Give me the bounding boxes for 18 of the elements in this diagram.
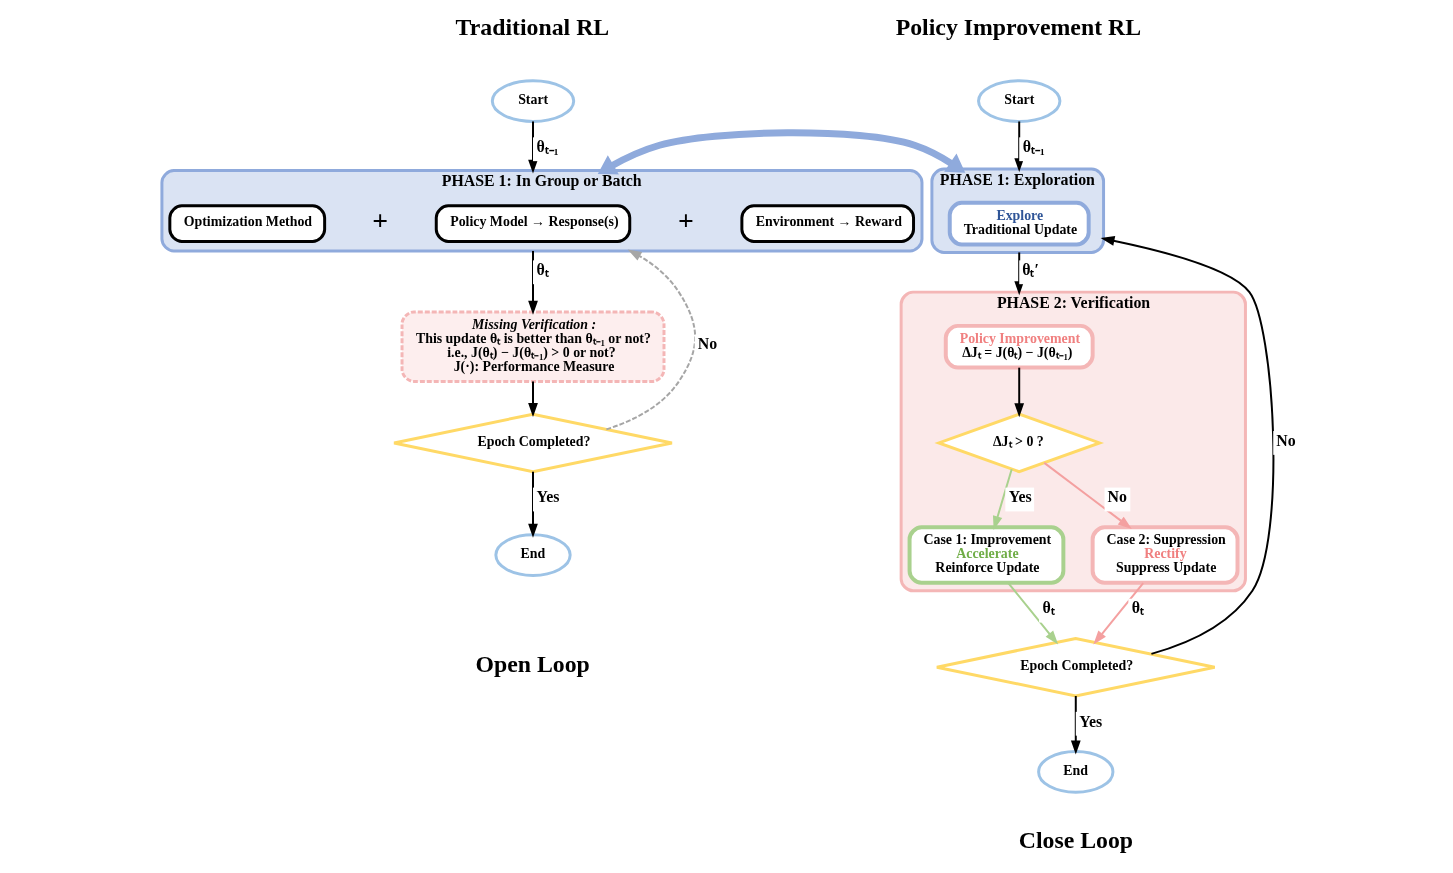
edge-label: Yes [536, 488, 560, 506]
label: Open Loop [475, 651, 590, 678]
edge-label: No [1107, 488, 1127, 506]
edge-label: θₜ₋₁ [1022, 138, 1045, 156]
label: Policy Improvement RL [895, 14, 1142, 41]
edge-label: θₜ [536, 261, 549, 279]
edge-label: No [1276, 431, 1296, 449]
label: + [372, 204, 389, 236]
label: Close Loop [1018, 827, 1134, 853]
label: Traditional RL [455, 14, 610, 41]
edge-label: θₜ [1042, 599, 1055, 617]
edge-label: θₜ′ [1022, 261, 1039, 279]
label: + [677, 204, 694, 236]
edge-label: θₜ [1131, 599, 1145, 617]
edge-label: Yes [1079, 712, 1103, 730]
edge-label: No [697, 335, 718, 353]
edge-label: θₜ₋₁ [536, 138, 559, 156]
edge-label: Yes [1008, 488, 1032, 506]
